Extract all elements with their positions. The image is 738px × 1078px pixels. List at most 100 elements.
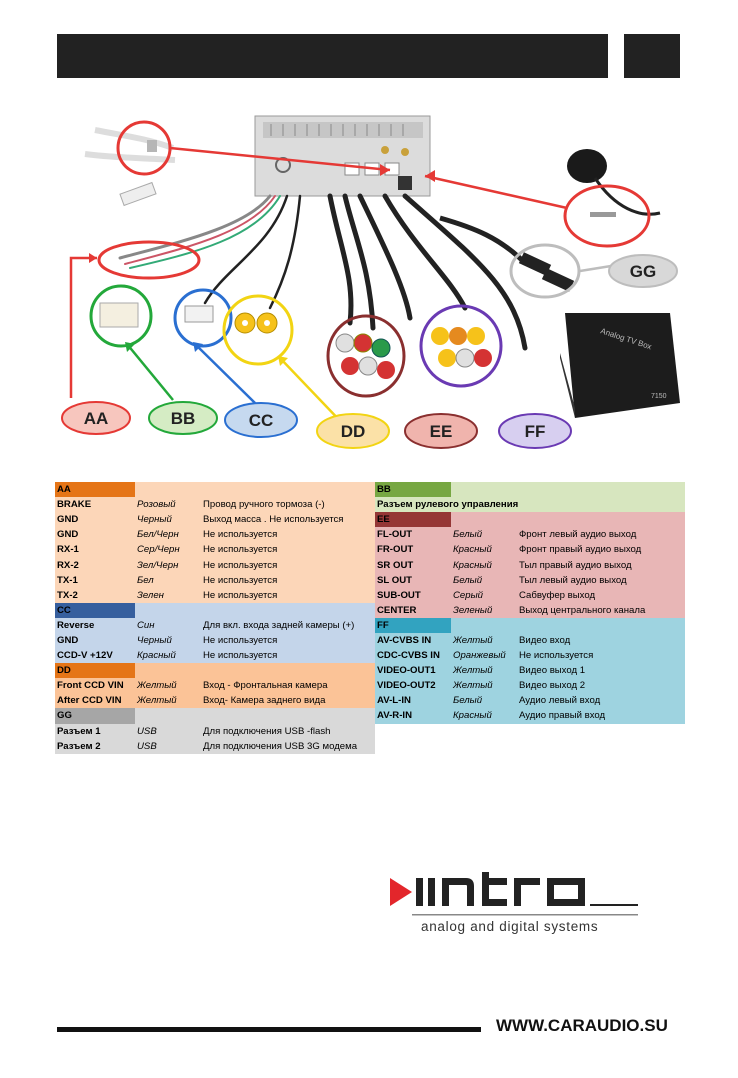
table-row: FL-OUT Белый Фронт левый аудио выход	[375, 527, 685, 543]
label-ee: EE	[430, 422, 453, 441]
pin-name: SR OUT	[377, 559, 414, 571]
table-row: AV-R-IN Красный Аудио правый вход	[375, 708, 685, 724]
label-cc: CC	[249, 411, 274, 430]
pin-description: Фронт правый аудио выход	[519, 544, 642, 556]
wire-color: USB	[137, 740, 157, 752]
pin-name: TX-1	[57, 574, 78, 586]
section-code: GG	[55, 708, 135, 724]
wire-color: Сер/Черн	[137, 544, 180, 556]
camera-connector	[184, 305, 214, 323]
pin-name: After CCD VIN	[57, 695, 122, 707]
logo-name: intro	[382, 868, 384, 869]
section-header-fill	[451, 617, 685, 633]
pin-name: Разъем 2	[57, 740, 101, 752]
steering-plug	[99, 302, 139, 328]
wire-color: Син	[137, 619, 155, 631]
pin-description: Аудио левый вход	[519, 695, 601, 707]
table-row: Разъем рулевого управления	[375, 497, 685, 513]
logo-play-icon	[390, 878, 412, 906]
wire-color: Желтый	[453, 634, 493, 646]
section-code: BB	[375, 482, 451, 498]
pin-description: Не используется	[203, 634, 278, 646]
section-code: AA	[55, 482, 135, 498]
wire-color: Зелен	[137, 589, 164, 601]
wire-color: Желтый	[137, 680, 177, 692]
pin-name: FR-OUT	[377, 544, 414, 556]
pin-description: Вход - Фронтальная камера	[203, 680, 328, 692]
label-oval-gg	[608, 254, 678, 288]
wire-color: Зеленый	[453, 604, 493, 616]
wire-color: Белый	[453, 529, 483, 541]
label-oval-cc	[224, 402, 298, 438]
highlight-cc	[173, 288, 233, 348]
pin-description: Не используется	[203, 529, 278, 541]
intro-logo: intro	[382, 868, 638, 916]
wiring-diagram: Analog TV Box 7150	[61, 115, 680, 449]
section-code: DD	[55, 663, 135, 679]
wire-color: Черный	[137, 634, 172, 646]
section-header-row: CC	[55, 602, 375, 618]
pin-description: Для подключения USB 3G модема	[203, 740, 358, 752]
section-header-fill	[135, 602, 375, 618]
head-unit-illustration	[254, 115, 431, 197]
label-oval-dd	[316, 413, 390, 449]
logo-tagline: analog and digital systems	[421, 919, 599, 934]
highlight-dd-yellow	[222, 294, 294, 366]
pin-description: Фронт левый аудио выход	[519, 529, 637, 541]
section-header-fill	[451, 512, 685, 528]
wire-color: USB	[137, 725, 157, 737]
section-code: EE	[375, 512, 451, 528]
pin-name: AV-L-IN	[377, 695, 411, 707]
label-bb: BB	[171, 409, 196, 428]
pin-name: TX-2	[57, 589, 78, 601]
highlight-gg	[509, 243, 581, 299]
label-dd: DD	[341, 422, 366, 441]
section-header-row: FF	[375, 617, 685, 633]
footer-url: WWW.CARAUDIO.SU	[496, 1016, 668, 1035]
rca-group-ff	[431, 327, 492, 368]
pin-description: Не используется	[203, 574, 278, 586]
rca-yellow-pair	[234, 312, 278, 334]
pin-name: AV-R-IN	[377, 710, 412, 722]
pin-description: Вход- Камера заднего вида	[203, 695, 326, 707]
table-row: Разъем 2 USB Для подключения USB 3G модема	[55, 738, 375, 754]
label-oval-bb	[148, 401, 218, 435]
header-title-bar	[57, 34, 608, 78]
pin-description: Аудио правый вход	[519, 710, 606, 722]
pin-name: CENTER	[377, 604, 417, 616]
section-header-fill	[135, 663, 375, 679]
section-code: CC	[55, 602, 135, 618]
section-header-fill	[135, 482, 375, 498]
wire-color: Красный	[453, 710, 492, 722]
pin-name: RX-1	[57, 544, 79, 556]
label-ff: FF	[525, 422, 546, 441]
label-oval-ee	[404, 413, 478, 449]
section-header-fill	[135, 708, 375, 724]
highlight-bb	[89, 284, 153, 348]
label-aa: AA	[84, 409, 109, 428]
wire-color: Красный	[137, 650, 176, 662]
highlight-ee	[326, 314, 406, 398]
wire-color: Красный	[453, 559, 492, 571]
label-oval-ff	[498, 413, 572, 449]
highlight-ff	[419, 304, 503, 388]
pin-name: FL-OUT	[377, 529, 413, 541]
